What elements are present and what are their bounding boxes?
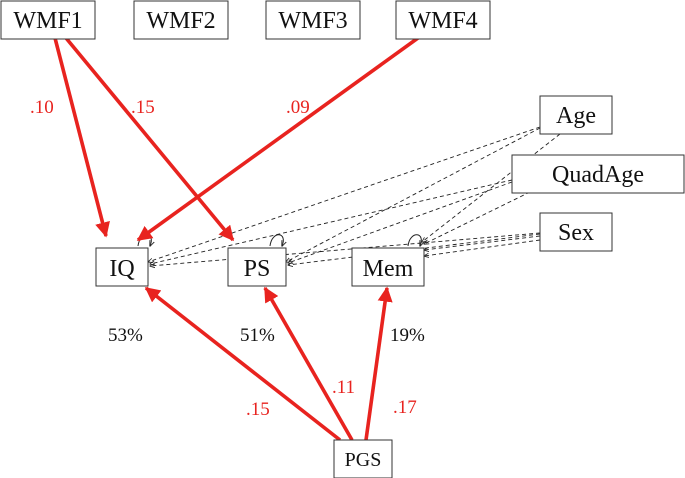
covariate-paths <box>148 126 561 266</box>
coef-wmf4-iq: .09 <box>286 97 310 118</box>
cov-age-ps <box>286 127 541 262</box>
coef-wmf1-iq: .10 <box>30 97 54 118</box>
node-quadage: QuadAge <box>511 154 685 194</box>
node-wmf3: WMF3 <box>265 0 361 40</box>
node-mem: Mem <box>351 247 425 287</box>
node-iq: IQ <box>95 247 149 287</box>
cov-age-iq <box>148 126 541 262</box>
variance-labels: 53% 51% 19% <box>108 325 425 346</box>
node-wmf2: WMF2 <box>133 0 229 40</box>
cov-quadage-ps <box>288 181 513 263</box>
cov-sex-mem-2 <box>424 239 541 256</box>
path-pgs-iq <box>144 286 342 442</box>
cov-quadage-mem <box>424 191 531 244</box>
ps-residual-loop <box>269 234 283 246</box>
node-label: WMF2 <box>146 8 215 34</box>
node-label: WMF4 <box>408 8 477 34</box>
node-label: IQ <box>109 256 134 282</box>
node-label: PS <box>244 256 271 282</box>
path-pgs-mem <box>364 286 393 441</box>
path-wmf1-ps <box>64 36 235 242</box>
variance-mem: 19% <box>390 325 425 346</box>
path-pgs-ps <box>263 286 354 441</box>
cov-quadage-iq <box>150 179 513 264</box>
node-age: Age <box>539 95 613 135</box>
node-label: Mem <box>363 256 414 282</box>
variance-iq: 53% <box>108 325 143 346</box>
node-label: PGS <box>345 449 382 471</box>
cov-sex-iq <box>150 232 541 266</box>
coefficient-labels: .10 .15 .09 .15 .11 .17 <box>30 97 417 420</box>
path-wmf4-iq <box>136 36 420 242</box>
cov-age-mem <box>422 133 561 242</box>
residual-loops <box>137 234 421 246</box>
cov-sex-mem <box>424 235 541 250</box>
regression-paths <box>53 36 420 442</box>
node-sex: Sex <box>539 212 613 252</box>
coef-pgs-mem: .17 <box>393 397 417 418</box>
node-label: QuadAge <box>552 162 644 188</box>
node-ps: PS <box>227 247 287 287</box>
variance-ps: 51% <box>240 325 275 346</box>
node-label: Age <box>556 103 596 129</box>
node-label: WMF1 <box>13 8 82 34</box>
coef-pgs-iq: .15 <box>246 399 270 420</box>
node-label: Sex <box>558 220 594 246</box>
coef-wmf1-ps: .15 <box>131 97 155 118</box>
node-label: WMF3 <box>278 8 347 34</box>
node-wmf1: WMF1 <box>0 0 96 40</box>
node-pgs: PGS <box>333 439 393 478</box>
path-wmf1-iq <box>53 37 110 238</box>
node-wmf4: WMF4 <box>395 0 491 40</box>
coef-pgs-ps: .11 <box>332 377 355 398</box>
mem-residual-loop <box>407 234 421 246</box>
